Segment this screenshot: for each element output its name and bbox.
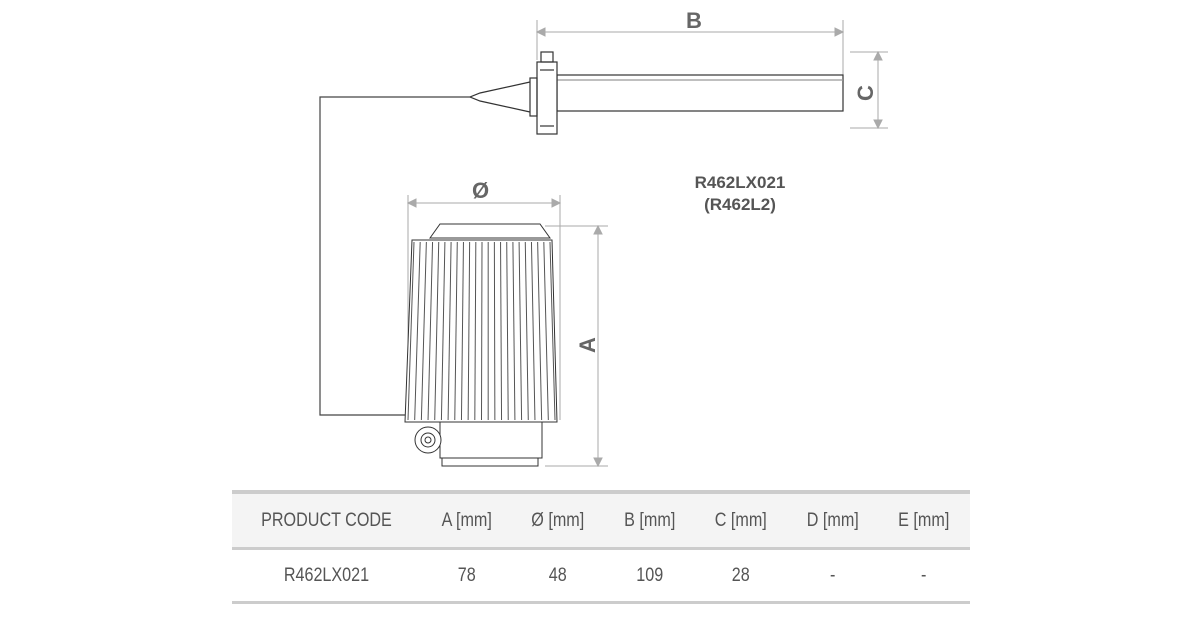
grip-rib: [518, 241, 523, 421]
cell-a: 78: [457, 564, 476, 586]
header-d: D [mm]: [806, 509, 859, 531]
header-e: E [mm]: [898, 509, 950, 531]
cell-product-code: R462LX021: [283, 564, 370, 586]
header-product-code: PRODUCT CODE: [261, 509, 392, 531]
capillary-tube: [319, 96, 470, 416]
model-alias: (R462L2): [704, 195, 776, 214]
table-row: R462LX021 78 48 109 28 - -: [232, 550, 970, 604]
grip-rib: [493, 241, 496, 421]
grip-rib: [506, 241, 509, 421]
grip-rib: [530, 241, 536, 421]
dimension-b-label: B: [686, 8, 702, 33]
header-a: A [mm]: [441, 509, 492, 531]
table-header-row: PRODUCT CODE A [mm] Ø [mm] B [mm] C [mm]…: [232, 490, 970, 550]
grip-rib: [427, 241, 434, 421]
dimension-lines: [406, 20, 888, 468]
grip-rib: [420, 241, 427, 421]
sensor-bulb: [468, 51, 844, 135]
cell-b: 109: [636, 564, 664, 586]
dimension-a-label: A: [574, 337, 600, 353]
grip-rib: [454, 241, 458, 421]
grip-rib: [524, 241, 529, 421]
grip-rib: [407, 241, 415, 421]
dimension-table: PRODUCT CODE A [mm] Ø [mm] B [mm] C [mm]…: [232, 490, 970, 604]
header-diameter: Ø [mm]: [531, 509, 585, 531]
model-code: R462LX021: [694, 173, 786, 192]
dimension-c-label: C: [852, 85, 878, 101]
grip-rib: [500, 241, 503, 421]
grip-rib: [434, 241, 440, 421]
cell-diameter: 48: [549, 564, 568, 586]
cell-e: -: [921, 564, 927, 586]
grip-rib: [549, 241, 556, 421]
grip-rib: [543, 241, 549, 421]
grip-rib: [467, 241, 471, 421]
grip-rib: [440, 241, 446, 421]
header-c: C [mm]: [715, 509, 768, 531]
grip-rib: [474, 241, 477, 421]
grip-rib: [537, 241, 543, 421]
grip-rib: [460, 241, 464, 421]
grip-rib: [481, 241, 483, 421]
cell-d: -: [830, 564, 836, 586]
cell-c: 28: [732, 564, 751, 586]
thermostatic-head: [404, 223, 558, 467]
header-b: B [mm]: [624, 509, 676, 531]
grip-rib: [414, 241, 421, 421]
grip-rib: [447, 241, 452, 421]
grip-rib: [512, 241, 516, 421]
dimension-diameter-label: Ø: [472, 178, 490, 203]
